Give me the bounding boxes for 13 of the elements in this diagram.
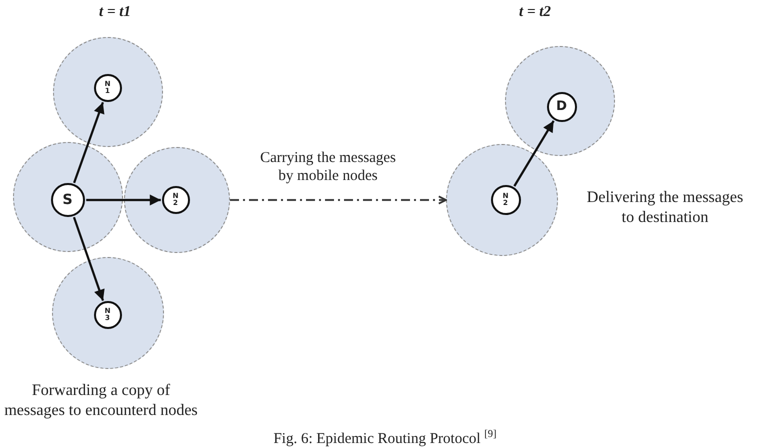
dash-dot-arrow [230,196,447,204]
annotation-text: Delivering the messages to destination [586,188,744,228]
arrow [72,216,105,301]
figure-caption: Fig. 6: Epidemic Routing Protocol $^{[9]}$ [273,429,497,448]
arrow [73,102,104,184]
time-label: t = t1 [98,3,132,22]
node-circle: D [546,92,576,122]
annotation-text: Forwarding a copy of messages to encounterd nodes [3,381,199,421]
arrow [86,194,161,206]
arrow [513,120,555,187]
time-label: t = t2 [518,3,552,22]
node-circle: S [50,182,84,216]
edge-label: Carrying the messages by mobile nodes [259,148,397,186]
